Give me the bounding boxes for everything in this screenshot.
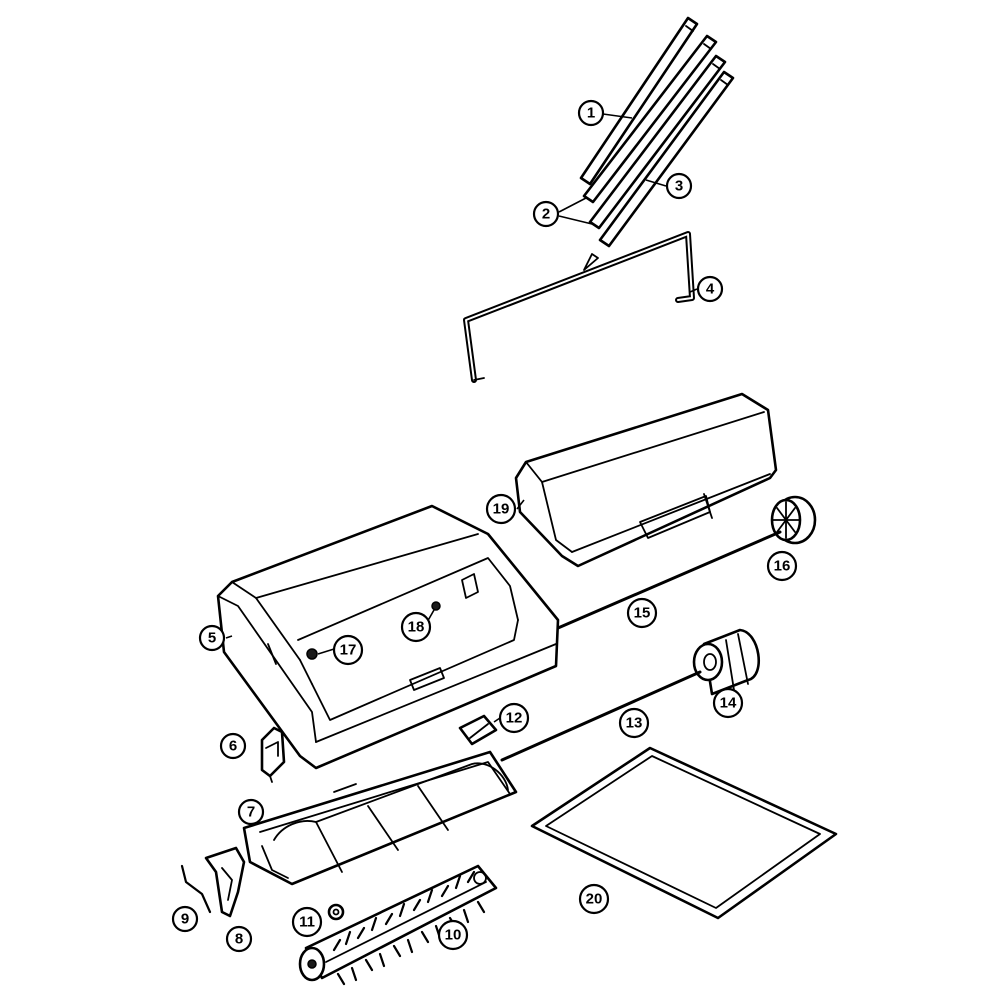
svg-text:12: 12 — [506, 710, 523, 727]
small-bracket — [458, 714, 498, 746]
base-plate — [530, 746, 838, 920]
washer — [327, 903, 345, 921]
handle-tube-1 — [579, 16, 699, 186]
handle-tube-2b — [588, 54, 727, 230]
rear-axle — [556, 530, 782, 630]
callout-2: 2 — [532, 200, 560, 228]
svg-text:14: 14 — [720, 695, 737, 712]
callout-10: 10 — [437, 919, 469, 951]
callout-11: 11 — [291, 906, 323, 938]
callout-4: 4 — [696, 275, 724, 303]
svg-text:3: 3 — [675, 178, 683, 195]
svg-text:10: 10 — [445, 927, 462, 944]
svg-text:11: 11 — [299, 914, 315, 931]
front-wheel — [692, 628, 761, 696]
handle-tube-2a — [582, 34, 718, 204]
front-axle — [500, 670, 702, 762]
main-housing — [216, 504, 560, 770]
bail-wire — [463, 231, 695, 383]
callout-1: 1 — [577, 99, 605, 127]
svg-text:15: 15 — [634, 605, 651, 622]
callout-5: 5 — [198, 624, 226, 652]
svg-text:9: 9 — [181, 911, 189, 928]
callout-18: 18 — [400, 611, 432, 643]
svg-text:17: 17 — [340, 642, 357, 659]
callout-7: 7 — [237, 798, 265, 826]
svg-text:18: 18 — [408, 619, 425, 636]
callout-14: 14 — [712, 687, 744, 719]
svg-text:13: 13 — [626, 715, 643, 732]
svg-text:8: 8 — [235, 931, 243, 948]
svg-text:20: 20 — [586, 891, 603, 908]
spring-clip — [180, 864, 212, 914]
callout-8: 8 — [225, 925, 253, 953]
callout-13: 13 — [618, 707, 650, 739]
callout-16: 16 — [766, 550, 798, 582]
handle-tube-3 — [598, 70, 735, 248]
callout-19: 19 — [485, 493, 517, 525]
svg-text:1: 1 — [587, 105, 595, 122]
callout-20: 20 — [578, 883, 610, 915]
svg-text:16: 16 — [774, 558, 791, 575]
svg-text:6: 6 — [229, 738, 237, 755]
brush-guard — [242, 750, 518, 886]
callout-17: 17 — [332, 634, 364, 666]
svg-text:4: 4 — [706, 281, 715, 298]
callout-15: 15 — [626, 597, 658, 629]
callout-9: 9 — [171, 905, 199, 933]
callout-12: 12 — [498, 702, 530, 734]
svg-text:5: 5 — [208, 630, 216, 647]
svg-text:2: 2 — [542, 206, 550, 223]
callout-6: 6 — [219, 732, 247, 760]
side-bracket — [204, 846, 246, 918]
brush-roll — [298, 864, 498, 986]
release-pedal — [260, 726, 286, 783]
callout-3: 3 — [665, 172, 693, 200]
svg-text:7: 7 — [247, 804, 255, 821]
svg-text:19: 19 — [493, 501, 510, 518]
dust-cup — [514, 392, 778, 568]
rear-wheel — [770, 495, 817, 545]
